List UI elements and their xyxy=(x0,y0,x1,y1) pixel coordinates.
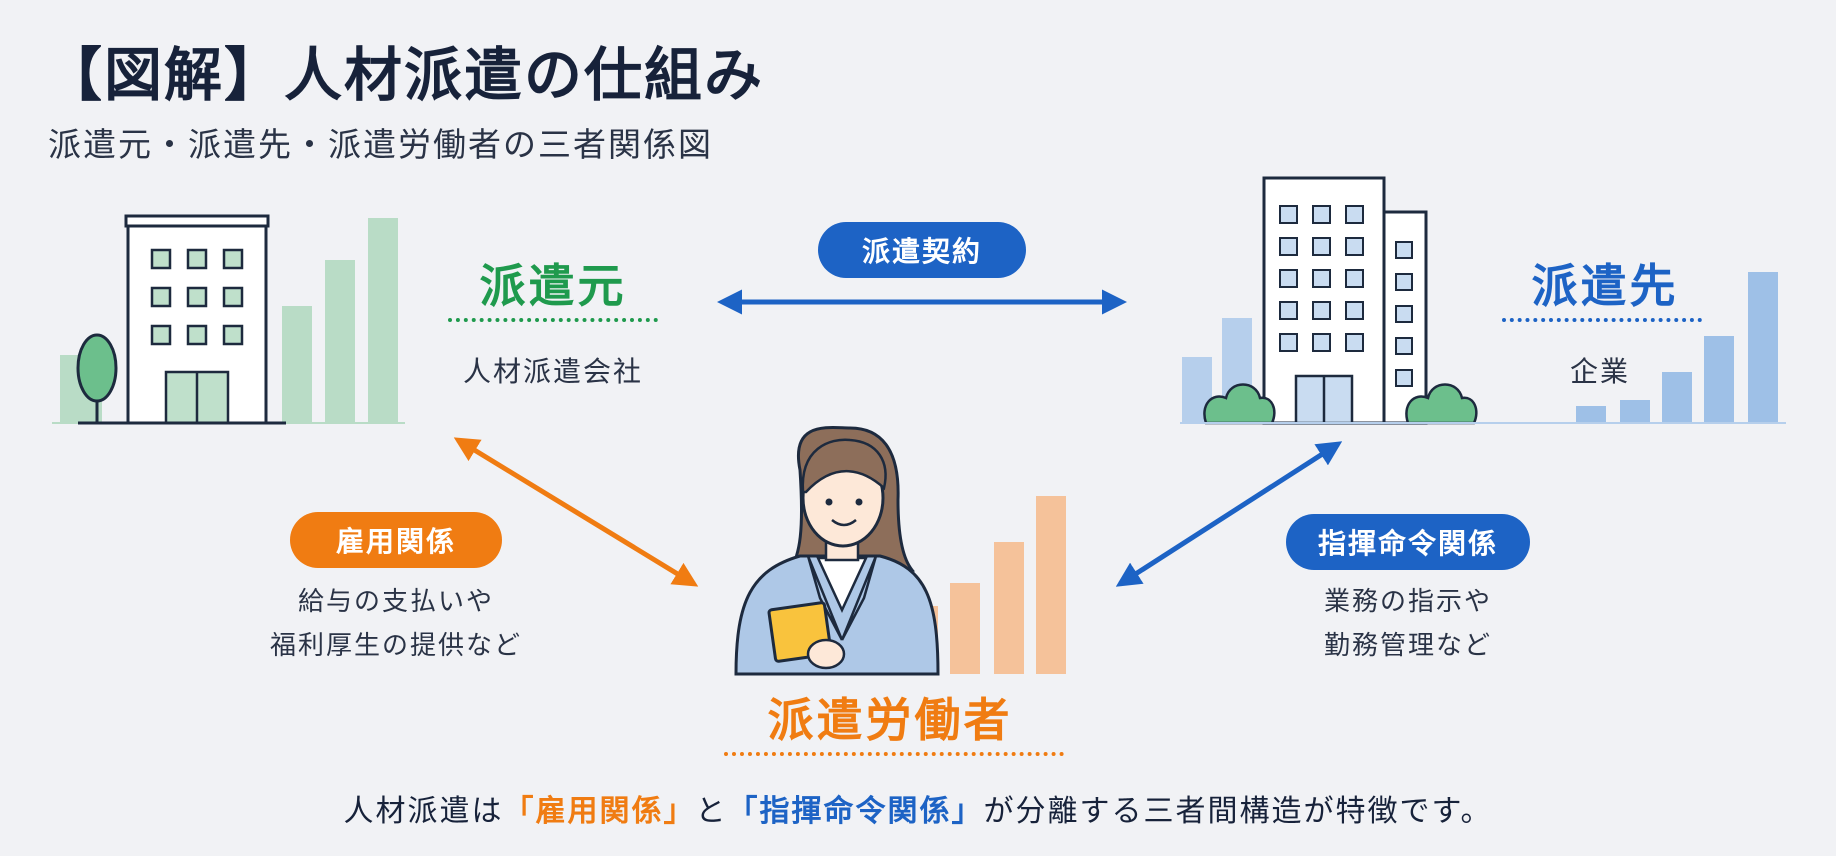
employment-description: 給与の支払いや 福利厚生の提供など xyxy=(250,580,542,668)
contract-badge: 派遣契約 xyxy=(818,222,1026,278)
client-divider xyxy=(1502,318,1702,322)
command-description: 業務の指示や 勤務管理など xyxy=(1270,580,1546,668)
client-bar-chart-icon-right xyxy=(1576,272,1778,423)
command-arrow xyxy=(1115,441,1343,587)
caption-highlight-command: 「指揮命令関係」 xyxy=(727,794,984,829)
employment-desc-line2: 福利厚生の提供など xyxy=(269,631,522,661)
bush-icon xyxy=(1203,383,1478,425)
worker-illustration-icon xyxy=(734,426,1066,676)
employment-badge: 雇用関係 xyxy=(290,512,502,568)
worker-divider xyxy=(724,752,1064,756)
client-title: 派遣先 xyxy=(1531,259,1679,313)
command-desc-line1: 業務の指示や xyxy=(1323,587,1492,617)
page-subtitle: 派遣元・派遣先・派遣労働者の三者関係図 xyxy=(48,125,713,164)
command-desc-line2: 勤務管理など xyxy=(1323,631,1492,661)
dispatcher-subtitle: 人材派遣会社 xyxy=(462,355,643,388)
caption-before: 人材派遣は xyxy=(343,794,504,829)
command-badge: 指揮命令関係 xyxy=(1286,514,1530,570)
employment-arrow xyxy=(453,437,699,587)
employment-desc-line1: 給与の支払いや xyxy=(297,587,494,617)
tree-icon xyxy=(76,333,118,423)
caption-after: が分離する三者間構造が特徴です。 xyxy=(983,794,1493,829)
caption: 人材派遣は「雇用関係」と「指揮命令関係」が分離する三者間構造が特徴です。 xyxy=(0,786,1836,830)
client-subtitle: 企業 xyxy=(1569,355,1630,388)
dispatcher-divider xyxy=(448,318,658,322)
dispatcher-building-icon xyxy=(52,214,405,425)
caption-middle: と xyxy=(695,794,728,829)
client-building-icon xyxy=(1180,176,1786,425)
worker-title: 派遣労働者 xyxy=(767,693,1013,747)
page-title: 【図解】人材派遣の仕組み xyxy=(44,41,765,109)
dispatcher-bar-chart-icon xyxy=(60,218,398,423)
dispatcher-title: 派遣元 xyxy=(479,259,627,313)
caption-highlight-employment: 「雇用関係」 xyxy=(503,794,696,829)
